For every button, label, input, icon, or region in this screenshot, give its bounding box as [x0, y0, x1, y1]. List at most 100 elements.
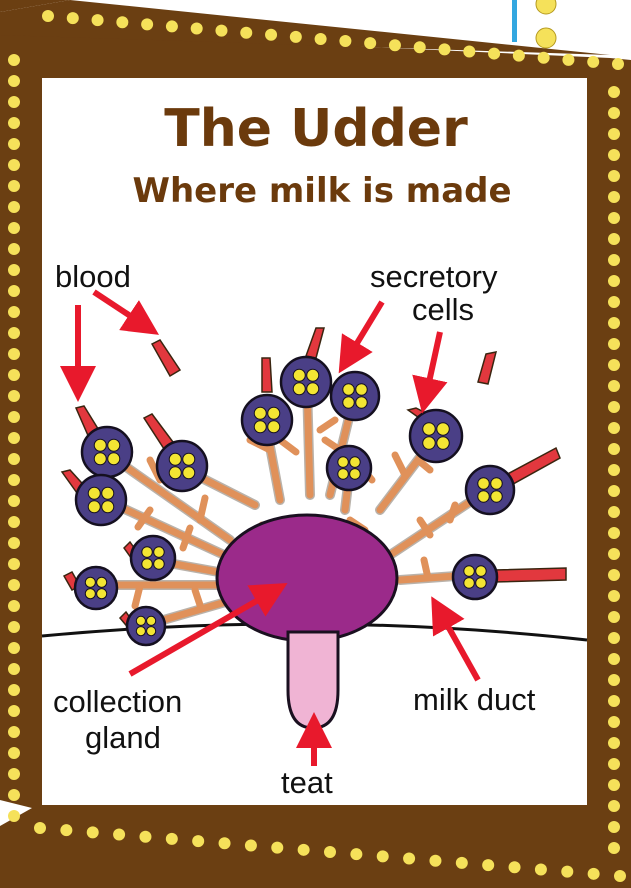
border-dot	[8, 306, 20, 318]
border-dot	[364, 37, 376, 49]
border-dot	[608, 674, 620, 686]
border-dot	[67, 12, 79, 24]
border-dot	[8, 495, 20, 507]
border-dot	[8, 75, 20, 87]
label-cells: cells	[412, 292, 474, 327]
border-dot	[215, 25, 227, 37]
border-dot	[608, 569, 620, 581]
border-dot	[608, 107, 620, 119]
border-dot	[608, 779, 620, 791]
border-dot	[8, 558, 20, 570]
secretory-cell	[157, 441, 207, 491]
border-dot	[8, 684, 20, 696]
border-dot	[608, 758, 620, 770]
border-dot	[166, 20, 178, 32]
blood-vessel	[494, 568, 566, 582]
border-dot	[290, 31, 302, 43]
border-dot	[265, 29, 277, 41]
border-dot	[8, 222, 20, 234]
border-dot	[513, 50, 525, 62]
border-dot	[612, 58, 624, 70]
label-secretory: secretory	[370, 259, 498, 294]
border-dot	[614, 870, 626, 882]
border-dot	[429, 855, 441, 867]
collection-gland	[217, 515, 397, 641]
border-dot	[324, 846, 336, 858]
border-dot	[8, 264, 20, 276]
border-dot	[608, 254, 620, 266]
border-dot	[8, 180, 20, 192]
border-dot	[8, 285, 20, 297]
border-dot	[608, 212, 620, 224]
border-dot	[8, 117, 20, 129]
border-dot	[8, 768, 20, 780]
border-dot	[350, 848, 362, 860]
title: The Udder	[164, 99, 468, 159]
border-dot	[8, 54, 20, 66]
label-blood: blood	[55, 259, 131, 294]
border-dot	[608, 737, 620, 749]
border-dot	[8, 138, 20, 150]
border-dot	[608, 485, 620, 497]
border-dot	[608, 695, 620, 707]
border-dot	[8, 642, 20, 654]
border-dot	[87, 826, 99, 838]
border-dot	[8, 726, 20, 738]
border-dot	[608, 191, 620, 203]
border-dot	[166, 833, 178, 845]
border-dot	[192, 835, 204, 847]
border-dot	[608, 317, 620, 329]
secretory-cell	[410, 410, 462, 462]
border-dot	[509, 861, 521, 873]
label-milk-duct: milk duct	[413, 682, 536, 717]
border-dot	[538, 52, 550, 64]
border-dot	[414, 41, 426, 53]
border-dot	[608, 821, 620, 833]
border-dot	[339, 35, 351, 47]
border-dot	[608, 527, 620, 539]
border-dot	[608, 842, 620, 854]
border-dot	[608, 128, 620, 140]
border-dot	[8, 621, 20, 633]
secretory-cell	[327, 446, 371, 490]
border-dot	[298, 844, 310, 856]
border-dot	[8, 243, 20, 255]
border-dot	[60, 824, 72, 836]
border-dot	[463, 45, 475, 57]
border-dot	[403, 853, 415, 865]
label-teat: teat	[281, 765, 333, 800]
secretory-cell	[131, 536, 175, 580]
border-dot	[8, 600, 20, 612]
border-dot	[116, 16, 128, 28]
blood-vessel	[262, 358, 272, 392]
border-dot	[8, 369, 20, 381]
border-dot	[608, 716, 620, 728]
border-dot	[608, 506, 620, 518]
border-dot	[608, 548, 620, 560]
secretory-cell	[127, 607, 165, 645]
border-dot	[562, 54, 574, 66]
border-dot	[608, 275, 620, 287]
border-dot	[535, 863, 547, 875]
border-dot	[141, 18, 153, 30]
border-dot	[34, 822, 46, 834]
border-dot	[8, 810, 20, 822]
border-dot	[608, 422, 620, 434]
secretory-cell	[281, 357, 331, 407]
secretory-cell	[242, 395, 292, 445]
border-dot	[8, 327, 20, 339]
border-dot	[8, 159, 20, 171]
border-dot	[8, 579, 20, 591]
border-dot	[377, 850, 389, 862]
border-dot	[42, 10, 54, 22]
border-dot	[587, 56, 599, 68]
secretory-cell	[82, 427, 132, 477]
border-dot	[8, 789, 20, 801]
label-gland: gland	[85, 720, 161, 755]
border-dot	[240, 27, 252, 39]
border-dot	[608, 296, 620, 308]
border-dot	[608, 359, 620, 371]
secretory-cell	[75, 567, 117, 609]
border-dot	[608, 590, 620, 602]
